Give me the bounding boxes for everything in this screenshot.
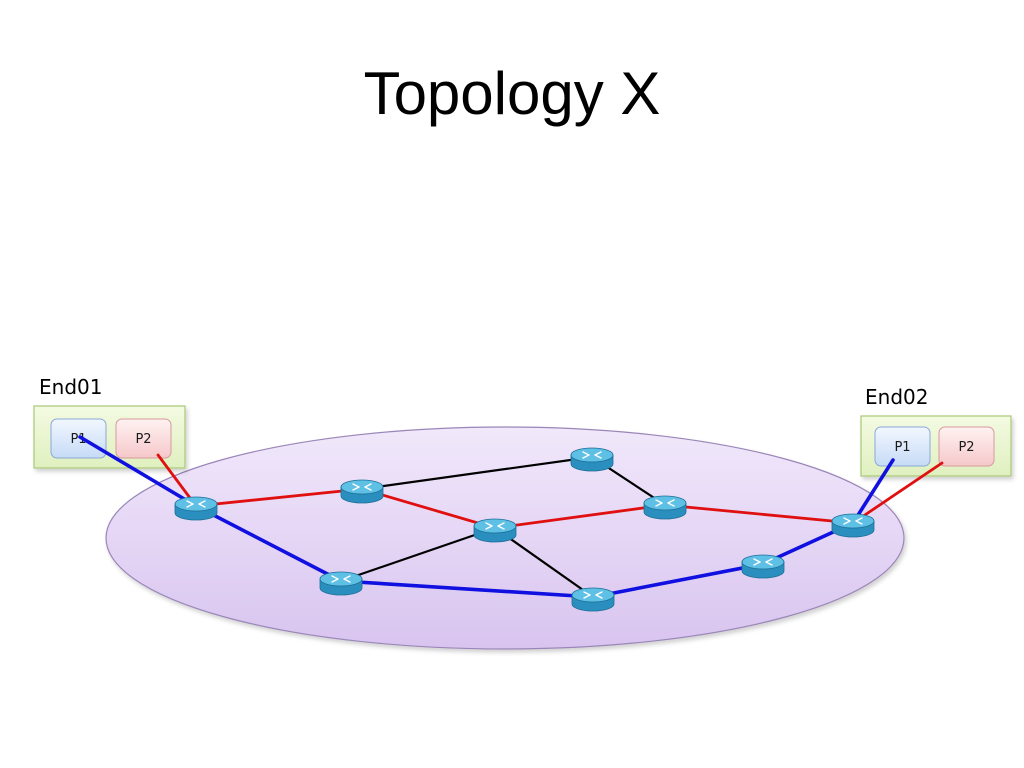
link-red-r9-end02-p2 [851, 461, 944, 525]
port-p1[interactable] [874, 426, 931, 467]
router-icon [319, 571, 363, 596]
slide-title: Topology X [363, 60, 661, 127]
port-p2[interactable] [115, 418, 172, 459]
endpoint-label: End02 [865, 385, 928, 409]
link-black-r4-r6 [339, 526, 497, 583]
port-label: P2 [135, 432, 151, 447]
link-blue-r7-r8 [591, 562, 765, 599]
router-icon [570, 447, 614, 472]
port-label: P1 [894, 440, 910, 455]
router-icon [741, 554, 785, 579]
link-red-r5-r9 [663, 503, 855, 525]
endpoint-end02: End02 P1 P2 [860, 385, 1012, 477]
router-icon [340, 479, 384, 504]
link-blue-r1-r4 [194, 504, 343, 583]
link-red-r6-r5 [493, 503, 667, 530]
link-blue-r4-r7 [339, 579, 595, 599]
router-icon [174, 496, 218, 521]
link-blue-r9-end02-p1 [851, 458, 895, 525]
link-red-r2-r6 [360, 487, 497, 530]
link-red-r1-r2 [194, 487, 364, 508]
links-blue [78, 435, 895, 599]
routers [174, 447, 875, 612]
port-p2[interactable] [938, 426, 995, 467]
router-icon [643, 495, 687, 520]
port-label: P1 [70, 432, 86, 447]
link-black-r2-r3 [360, 455, 594, 491]
link-blue-end01-p1-r1 [78, 435, 198, 508]
router-icon [571, 587, 615, 612]
port-p1[interactable] [50, 418, 107, 459]
port-label: P2 [958, 440, 974, 455]
endpoint-label: End01 [39, 375, 102, 399]
router-icon [831, 513, 875, 538]
router-icon [473, 518, 517, 543]
